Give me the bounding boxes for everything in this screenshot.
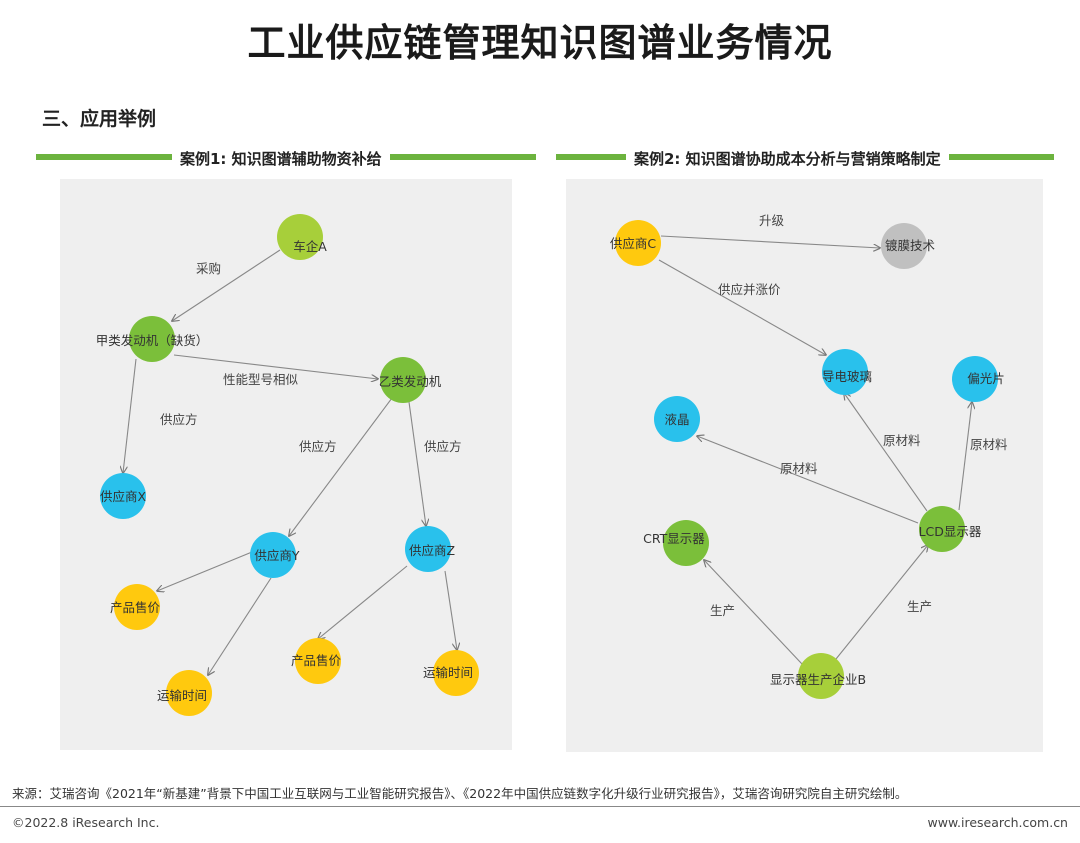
edge-label-raw1: 原材料 bbox=[883, 433, 921, 448]
edge-label-supply: 供应并涨价 bbox=[718, 282, 781, 297]
node-label-entB: 显示器生产企业B bbox=[770, 672, 866, 687]
node-label-supX: 供应商X bbox=[100, 489, 147, 504]
edge-engB-supZ bbox=[408, 401, 426, 526]
case2-title: 案例2: 知识图谱协助成本分析与营销策略制定 bbox=[626, 148, 949, 169]
edge-lcd-glass bbox=[844, 393, 928, 512]
node-label-lcd: LCD显示器 bbox=[919, 524, 982, 539]
edge-engA-supX bbox=[123, 358, 137, 473]
edge-supC-glass bbox=[658, 259, 826, 355]
edge-supZ-timeZ bbox=[444, 570, 457, 650]
node-crt[interactable] bbox=[663, 520, 709, 566]
case1-title: 案例1: 知识图谱辅助物资补给 bbox=[172, 148, 390, 169]
node-coat[interactable] bbox=[881, 223, 927, 269]
node-priceZ[interactable] bbox=[295, 638, 341, 684]
node-engB[interactable] bbox=[380, 357, 426, 403]
node-label-carA: 车企A bbox=[293, 239, 327, 254]
page-title: 工业供应链管理知识图谱业务情况 bbox=[247, 21, 833, 65]
case1-graph: 采购 性能型号相似 供应方 供应方 供应方 车企A 甲类发动机（缺货） 乙类发动… bbox=[96, 214, 479, 716]
edge-label-supY: 供应方 bbox=[299, 439, 337, 454]
website-link[interactable]: www.iresearch.com.cn bbox=[927, 815, 1069, 830]
node-label-glass: 导电玻璃 bbox=[822, 369, 872, 384]
node-polar[interactable] bbox=[952, 356, 998, 402]
edge-carA-engA bbox=[172, 249, 281, 321]
node-entB[interactable] bbox=[798, 653, 844, 699]
node-supZ[interactable] bbox=[405, 526, 451, 572]
edge-label-raw3: 原材料 bbox=[780, 461, 818, 476]
edge-supC-coat bbox=[660, 235, 880, 248]
edge-label-prod2: 生产 bbox=[907, 599, 932, 614]
edge-supY-timeY bbox=[208, 577, 272, 675]
node-label-supZ: 供应商Z bbox=[409, 543, 455, 558]
node-label-polar: 偏光片 bbox=[967, 371, 1005, 386]
edge-label-supZ: 供应方 bbox=[424, 439, 462, 454]
edge-label-raw2: 原材料 bbox=[970, 437, 1008, 452]
copyright: ©2022.8 iResearch Inc. bbox=[12, 815, 160, 830]
source-note: 来源：艾瑞咨询《2021年“新基建”背景下中国工业互联网与工业智能研究报告》、《… bbox=[12, 786, 908, 801]
node-label-crt: CRT显示器 bbox=[643, 531, 705, 546]
node-lcq[interactable] bbox=[654, 396, 700, 442]
node-lcd[interactable] bbox=[919, 506, 965, 552]
node-supX[interactable] bbox=[100, 473, 146, 519]
node-supY[interactable] bbox=[250, 532, 296, 578]
node-priceY[interactable] bbox=[114, 584, 160, 630]
node-label-lcq: 液晶 bbox=[664, 412, 689, 427]
node-timeZ[interactable] bbox=[433, 650, 479, 696]
node-label-coat: 镀膜技术 bbox=[885, 238, 936, 253]
node-label-priceY: 产品售价 bbox=[110, 600, 161, 615]
node-label-priceZ: 产品售价 bbox=[291, 653, 342, 668]
edge-supZ-priceZ bbox=[318, 565, 408, 639]
edge-lcd-lcq bbox=[697, 436, 919, 524]
node-timeY[interactable] bbox=[166, 670, 212, 716]
node-label-supY: 供应商Y bbox=[254, 548, 300, 563]
edge-lcd-polar bbox=[958, 402, 972, 511]
edge-engA-engB bbox=[173, 354, 378, 379]
node-carA[interactable] bbox=[277, 214, 323, 260]
case2-graph: 升级 供应并涨价 原材料 原材料 原材料 生产 生产 供应商C 镀膜技术 导电玻… bbox=[610, 213, 1008, 699]
edge-label-buy: 采购 bbox=[196, 261, 221, 276]
node-label-timeY: 运输时间 bbox=[157, 688, 207, 703]
case1-graph-panel: 采购 性能型号相似 供应方 供应方 供应方 车企A 甲类发动机（缺货） 乙类发动… bbox=[60, 179, 512, 750]
node-engA[interactable] bbox=[129, 316, 175, 362]
edge-label-similar: 性能型号相似 bbox=[223, 372, 299, 387]
edge-label-prod1: 生产 bbox=[710, 603, 735, 618]
node-glass[interactable] bbox=[822, 349, 868, 395]
edge-label-supX: 供应方 bbox=[160, 412, 198, 427]
node-label-engA: 甲类发动机（缺货） bbox=[96, 333, 209, 348]
section-heading: 三、应用举例 bbox=[42, 108, 157, 130]
node-label-timeZ: 运输时间 bbox=[423, 665, 473, 680]
edge-engB-supY bbox=[289, 397, 393, 536]
edge-supY-priceY bbox=[157, 551, 253, 591]
node-label-engB: 乙类发动机 bbox=[379, 374, 442, 389]
node-label-supC: 供应商C bbox=[610, 236, 657, 251]
footer-divider bbox=[0, 806, 1080, 807]
edge-entB-lcd bbox=[835, 545, 928, 660]
node-supC[interactable] bbox=[615, 220, 661, 266]
edge-entB-crt bbox=[704, 560, 803, 665]
edge-label-upgrade: 升级 bbox=[759, 213, 785, 228]
case2-graph-panel: 升级 供应并涨价 原材料 原材料 原材料 生产 生产 供应商C 镀膜技术 导电玻… bbox=[566, 179, 1043, 752]
